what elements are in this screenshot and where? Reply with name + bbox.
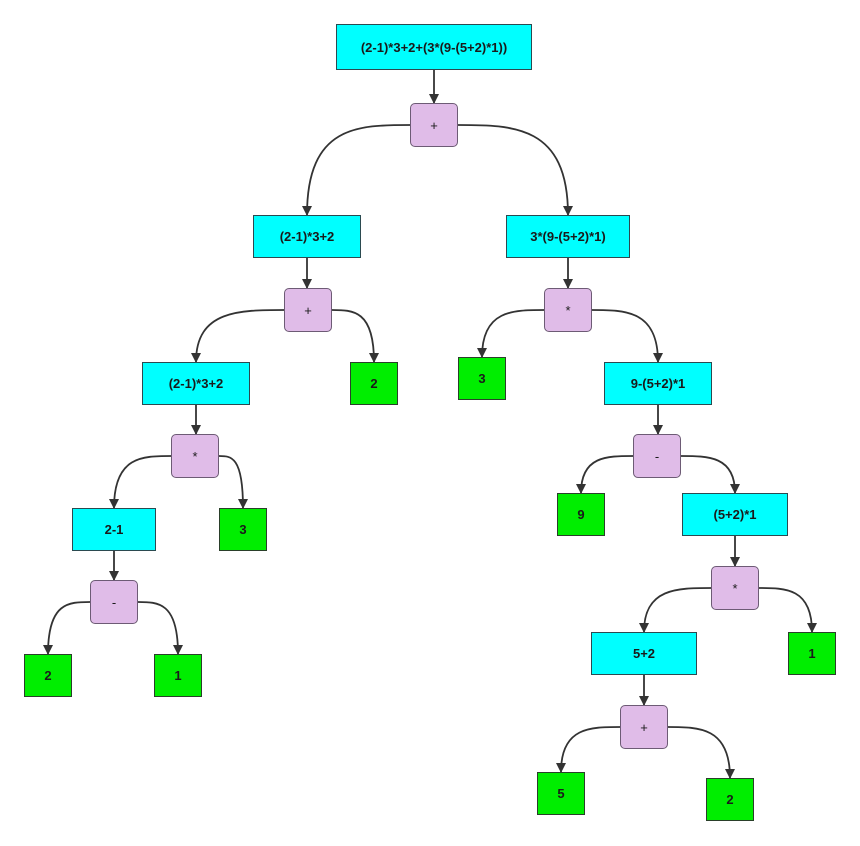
edge-o6-n1b: [758, 587, 817, 633]
edge-o1-n2a: [331, 309, 379, 363]
edge-o5-n2b: [43, 601, 91, 655]
edge-o2-e4: [591, 309, 663, 363]
expression-node-e3: (2-1)*3+2: [142, 362, 250, 405]
operator-node-o7: +: [620, 705, 668, 749]
edge-o1-e3: [191, 309, 285, 363]
edge-o0-e1: [302, 124, 411, 216]
operator-node-o1: +: [284, 288, 332, 332]
number-node-n1a: 1: [154, 654, 202, 697]
number-node-n3a: 3: [458, 357, 506, 400]
number-node-n5: 5: [537, 772, 585, 815]
edge-o3-e5: [109, 455, 172, 509]
number-node-n2a: 2: [350, 362, 398, 405]
number-node-n1b: 1: [788, 632, 836, 675]
operator-node-o2: *: [544, 288, 592, 332]
edge-o3-n3b: [218, 455, 248, 509]
edge-o7-n5: [556, 726, 621, 773]
expression-node-e1: (2-1)*3+2: [253, 215, 361, 258]
edge-o4-e6: [680, 455, 740, 494]
operator-node-o6: *: [711, 566, 759, 610]
edge-o0-e2: [457, 124, 573, 216]
expression-node-e2: 3*(9-(5+2)*1): [506, 215, 630, 258]
operator-node-o0: +: [410, 103, 458, 147]
edge-o7-n2c: [667, 726, 735, 779]
edge-o4-n9: [576, 455, 634, 494]
expression-node-e7: 5+2: [591, 632, 697, 675]
edge-o5-n1a: [137, 601, 183, 655]
number-node-n9: 9: [557, 493, 605, 536]
operator-node-o4: -: [633, 434, 681, 478]
edge-o6-e7: [639, 587, 712, 633]
edge-o2-n3a: [477, 309, 545, 358]
number-node-n3b: 3: [219, 508, 267, 551]
operator-node-o3: *: [171, 434, 219, 478]
expression-node-e4: 9-(5+2)*1: [604, 362, 712, 405]
expression-node-e5: 2-1: [72, 508, 156, 551]
expression-node-e0: (2-1)*3+2+(3*(9-(5+2)*1)): [336, 24, 532, 70]
number-node-n2b: 2: [24, 654, 72, 697]
expression-node-e6: (5+2)*1: [682, 493, 788, 536]
number-node-n2c: 2: [706, 778, 754, 821]
operator-node-o5: -: [90, 580, 138, 624]
